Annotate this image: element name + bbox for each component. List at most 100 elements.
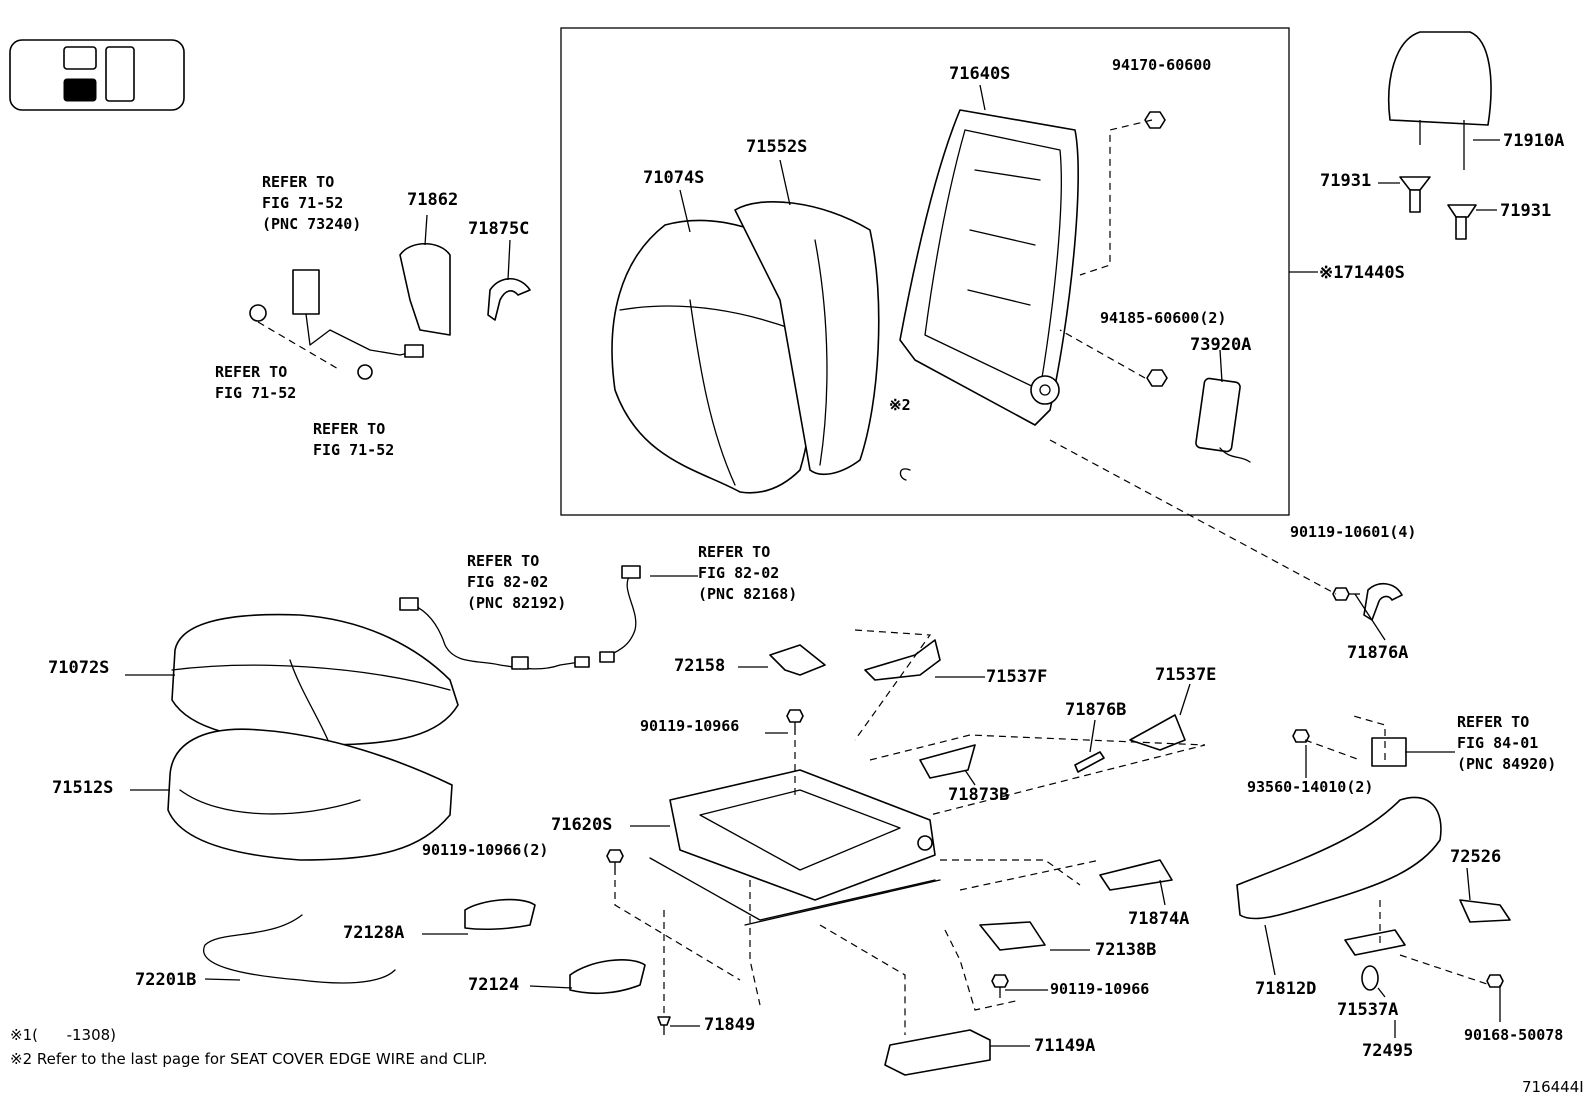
- headrest-guide-right: [1447, 204, 1477, 240]
- bolt-icons: [606, 587, 1504, 1035]
- label-90119-10601: 90119-10601(4): [1290, 523, 1416, 541]
- label-71537A: 71537A: [1337, 1000, 1398, 1020]
- label-72128A: 72128A: [343, 923, 404, 943]
- nut-94185: [1146, 369, 1168, 387]
- refer-82192-line1: REFER TO: [467, 552, 539, 570]
- cover-71875C: [487, 277, 531, 321]
- label-71862: 71862: [407, 190, 458, 210]
- label-71552S: 71552S: [746, 137, 807, 157]
- label-94170-60600: 94170-60600: [1112, 56, 1211, 74]
- refer-7152-a-line1: REFER TO: [215, 363, 287, 381]
- shield-71812D: [1236, 796, 1442, 920]
- label-71876A: 71876A: [1347, 643, 1408, 663]
- cover-71876A: [1363, 582, 1403, 621]
- side-airbag: [1195, 377, 1251, 463]
- cover-72128A: [464, 898, 536, 931]
- refer-73240-line3: (PNC 73240): [262, 215, 361, 233]
- refer-7152-a-line2: FIG 71-52: [215, 384, 296, 402]
- wire-harness-82168: [609, 574, 637, 656]
- label-72124: 72124: [468, 975, 519, 995]
- cover-72526: [1459, 899, 1511, 923]
- headrest-guide-left: [1399, 176, 1431, 213]
- seat-position-locator-icon: [9, 39, 185, 111]
- refer-82168-line2: FIG 82-02: [698, 564, 779, 582]
- lever-71537A: [1344, 929, 1406, 956]
- label-90119-10966-top: 90119-10966: [640, 717, 739, 735]
- label-71620S: 71620S: [551, 815, 612, 835]
- nut-seatbelt: [249, 304, 267, 322]
- clip-mark-2: [899, 468, 911, 481]
- connector-82192-b: [511, 656, 529, 670]
- label-90119-10966-2: 90119-10966(2): [422, 841, 548, 859]
- seatback-pad: [734, 201, 880, 476]
- knob-72495: [1361, 965, 1379, 991]
- seatback-cover-front: [611, 219, 818, 494]
- label-71072S: 71072S: [48, 658, 109, 678]
- label-90119-10966-bottom: 90119-10966: [1050, 980, 1149, 998]
- diagram-id: 716444I: [1522, 1078, 1584, 1096]
- connector-82192-a: [399, 597, 419, 611]
- spring-71876B: [1074, 751, 1105, 773]
- label-71874A: 71874A: [1128, 909, 1189, 929]
- label-71512S: 71512S: [52, 778, 113, 798]
- refer-82192-line2: FIG 82-02: [467, 573, 548, 591]
- trim-cover-71862: [399, 243, 451, 336]
- lever-71537E: [1129, 714, 1186, 751]
- label-71876B: 71876B: [1065, 700, 1126, 720]
- refer-84920-line3: (PNC 84920): [1457, 755, 1556, 773]
- wire-harness-82192: [407, 602, 581, 670]
- label-72138B: 72138B: [1095, 940, 1156, 960]
- label-72495: 72495: [1362, 1041, 1413, 1061]
- label-71640S: 71640S: [949, 64, 1010, 84]
- link-71874A: [1099, 859, 1173, 891]
- label-71149A: 71149A: [1034, 1036, 1095, 1056]
- label-71812D: 71812D: [1255, 979, 1316, 999]
- label-71074S: 71074S: [643, 168, 704, 188]
- label-90168-50078: 90168-50078: [1464, 1026, 1563, 1044]
- label-72201B: 72201B: [135, 970, 196, 990]
- label-71537F: 71537F: [986, 667, 1047, 687]
- leader-lines: [125, 84, 1501, 1047]
- label-71440S: ※171440S: [1319, 263, 1405, 283]
- refer-73240-line2: FIG 71-52: [262, 194, 343, 212]
- cover-72158: [769, 644, 826, 676]
- label-72158: 72158: [674, 656, 725, 676]
- cover-72124: [569, 959, 646, 995]
- label-71875C: 71875C: [468, 219, 529, 239]
- nut-94170: [1144, 111, 1166, 129]
- label-71849: 71849: [704, 1015, 755, 1035]
- label-71537E: 71537E: [1155, 665, 1216, 685]
- seat-cushion-cover: [171, 613, 459, 746]
- label-71931-left: 71931: [1320, 171, 1371, 191]
- refer-82192-line3: (PNC 82192): [467, 594, 566, 612]
- refer-73240-line1: REFER TO: [262, 173, 334, 191]
- clip-seatbelt: [357, 364, 373, 380]
- cover-71149A: [884, 1029, 991, 1076]
- refer-84920-line1: REFER TO: [1457, 713, 1529, 731]
- sensor-84920: [1371, 737, 1407, 767]
- connector-82192-c: [574, 656, 590, 668]
- label-mark-2: ※2: [889, 396, 911, 414]
- cover-72138B: [979, 921, 1046, 951]
- label-94185-60600: 94185-60600(2): [1100, 309, 1226, 327]
- refer-7152-b-line2: FIG 71-52: [313, 441, 394, 459]
- refer-82168-line3: (PNC 82168): [698, 585, 797, 603]
- refer-82168-line1: REFER TO: [698, 543, 770, 561]
- connector-82168-a: [621, 565, 641, 579]
- label-71873B: 71873B: [948, 785, 1009, 805]
- seat-cushion-pad: [167, 728, 453, 861]
- label-93560-14010: 93560-14010(2): [1247, 778, 1373, 796]
- refer-84920-line2: FIG 84-01: [1457, 734, 1538, 752]
- connector-82168-b: [599, 651, 615, 663]
- refer-7152-b-line1: REFER TO: [313, 420, 385, 438]
- seatback-frame: [899, 109, 1079, 426]
- label-73920A: 73920A: [1190, 335, 1251, 355]
- headrest: [1387, 31, 1492, 170]
- label-72526: 72526: [1450, 847, 1501, 867]
- label-71931-right: 71931: [1500, 201, 1551, 221]
- dashed-leaders: [257, 119, 1491, 1035]
- seatbelt-buckle: [292, 269, 424, 358]
- wire-72201B: [202, 914, 396, 984]
- link-71873B: [919, 744, 976, 779]
